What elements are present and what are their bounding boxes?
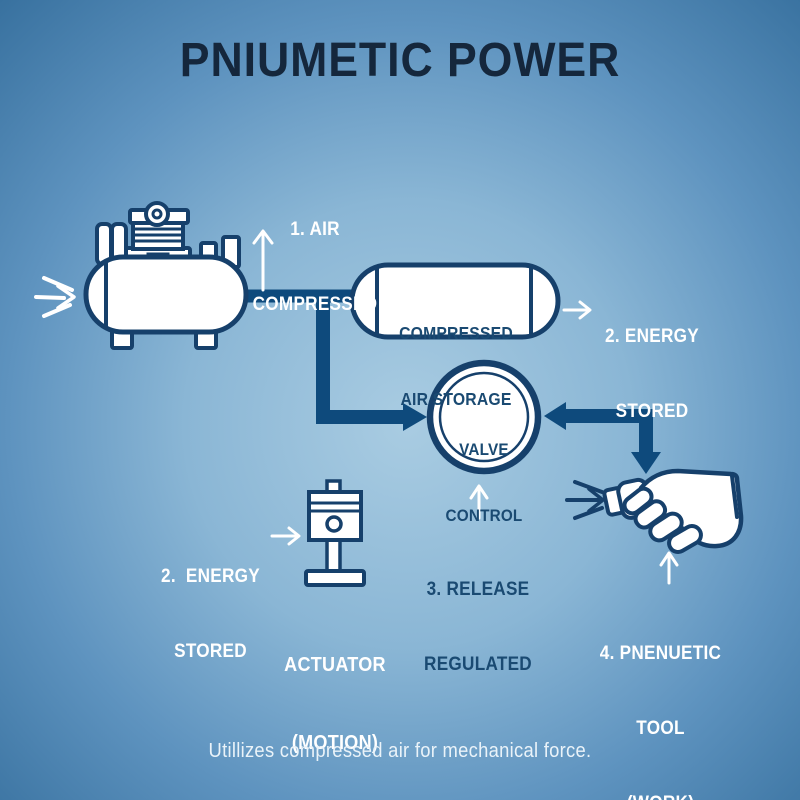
pneumatic-tool-hand-icon	[565, 468, 744, 554]
step2-actuator-line2: STORED	[174, 640, 247, 662]
step1-line2: COMPRESSED	[252, 293, 378, 315]
piston-actuator-icon	[304, 479, 366, 587]
step1-label: 1. AIR COMPRESSED	[240, 167, 390, 367]
branch-arrow-to-valve-left	[316, 290, 427, 431]
actuator-right-arrow	[270, 526, 301, 546]
step4-line2: TOOL	[636, 717, 685, 739]
step2-actuator-line1: 2. ENERGY	[161, 565, 260, 587]
air-compressor-icon	[34, 201, 249, 350]
valve-line2: CONTROL	[445, 506, 523, 525]
air-compressed-up-arrow	[252, 229, 274, 292]
wrist-line	[730, 474, 739, 519]
intake-air-lines-icon	[34, 276, 76, 318]
valve-node-label: VALVE CONTROL	[435, 395, 534, 571]
step2-storage-line1: 2. ENERGY	[605, 325, 699, 347]
finger	[622, 486, 654, 516]
step3-label: 3. RELEASE REGULATED	[412, 527, 544, 727]
actuator-caption-label: ACTUATOR (MOTION)	[273, 600, 396, 800]
step2-storage-label: 2. ENERGY STORED	[599, 274, 705, 474]
storage-node-label: COMPRESSED AIR STORAGE	[380, 278, 531, 454]
step4-label: 4. PNENUETIC TOOL (WORK)	[588, 591, 733, 800]
actuator-line2: (MOTION)	[291, 731, 379, 754]
pneumatic-tool-up-arrow	[659, 551, 679, 585]
release-regulated-up-arrow	[469, 484, 489, 520]
storage-line2: AIR STORAGE	[400, 389, 512, 409]
valve-right-double-arrow	[544, 402, 661, 474]
step3-line2: REGULATED	[424, 653, 532, 675]
energy-stored-right-arrow	[562, 300, 592, 320]
step2-storage-line2: STORED	[615, 400, 689, 422]
storage-line1: COMPRESSED	[399, 323, 513, 343]
compressor-tank	[83, 254, 249, 335]
page-title: PNIUMETIC POWER	[179, 34, 621, 87]
storage-tank-icon	[349, 262, 561, 340]
valve-line1: VALVE	[459, 440, 509, 459]
actuator-line1: ACTUATOR	[284, 653, 386, 676]
step1-line1: 1. AIR	[290, 218, 340, 240]
valve-control-icon	[426, 359, 542, 475]
spray-lines-icon	[565, 480, 606, 520]
step4-line3: (WORK)	[588, 791, 733, 800]
step4-line1: 4. PNENUETIC	[599, 642, 722, 664]
finger	[667, 524, 703, 554]
step2-actuator-label: 2. ENERGY STORED	[156, 514, 266, 714]
step3-line1: 3. RELEASE	[426, 578, 530, 600]
footer-caption: Utillizes compressed air for mechanical …	[208, 740, 592, 762]
